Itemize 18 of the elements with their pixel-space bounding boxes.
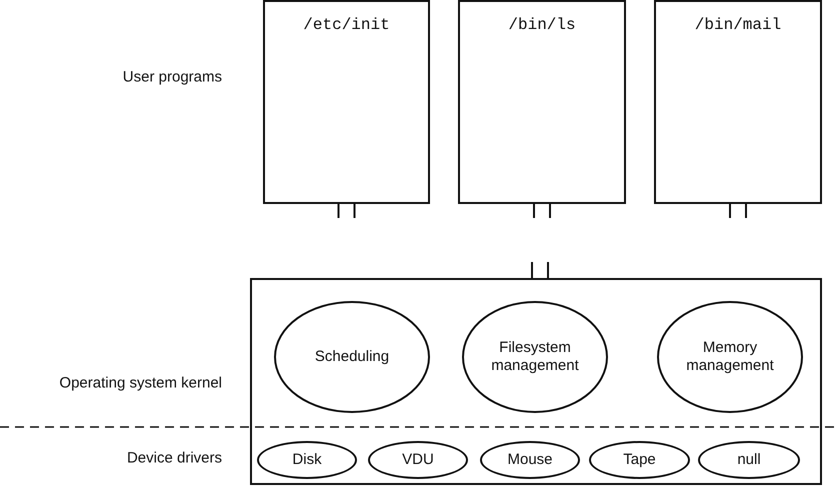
program-path: /etc/init: [303, 16, 390, 34]
program-box: [263, 0, 430, 204]
module-ellipse: Memory management: [657, 301, 803, 413]
layer-label: User programs: [122, 68, 222, 86]
layer-label: Device drivers: [126, 450, 222, 466]
program-path: /bin/mail: [694, 16, 782, 34]
module-ellipse: Tape: [589, 441, 690, 479]
module-ellipse: Filesystem management: [462, 301, 608, 413]
program-box: [654, 0, 822, 204]
kernel-box: [250, 278, 822, 485]
module-ellipse: Mouse: [480, 441, 580, 479]
module-ellipse: VDU: [368, 441, 468, 479]
module-ellipse: null: [698, 441, 800, 479]
module-ellipse: Scheduling: [274, 301, 430, 413]
program-path: /bin/ls: [508, 16, 576, 34]
module-ellipse: Disk: [257, 441, 357, 479]
program-box: [458, 0, 626, 204]
layer-label: Operating system kernel: [59, 374, 222, 392]
